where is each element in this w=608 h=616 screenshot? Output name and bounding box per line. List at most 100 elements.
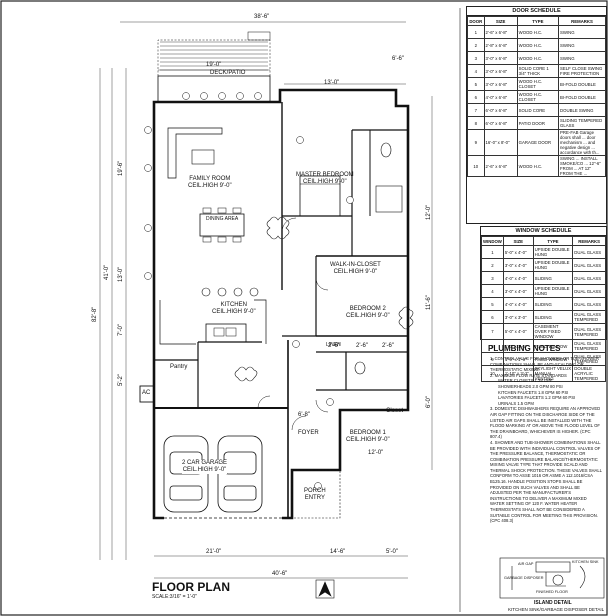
drawing-title-block: FLOOR PLAN SCALE:3/16" = 1'-0" bbox=[152, 580, 230, 600]
window-schedule-header: REMARKS bbox=[572, 236, 606, 246]
north-arrow-icon bbox=[315, 579, 335, 599]
door-schedule-row-cell: PATIO DOOR bbox=[516, 116, 560, 130]
kitchen-counter-east bbox=[254, 299, 267, 344]
door-schedule-row-cell: WOOD H.C. bbox=[516, 25, 560, 39]
dim-bottom-overall: 40'-6" bbox=[272, 571, 288, 577]
dim-left-mid: 41'-0" bbox=[104, 264, 110, 280]
dim-bath-c: 2'-6" bbox=[382, 343, 394, 349]
door-schedule-row-cell: 16'-0" x 8'-0" bbox=[483, 129, 518, 156]
door-schedule-row-cell: 3 bbox=[467, 51, 485, 65]
plumbing-notes-title: PLUMBING NOTES bbox=[488, 344, 561, 353]
window-schedule-row-cell: DUAL GLASS bbox=[572, 245, 606, 259]
window-schedule-row-cell: 4 bbox=[481, 284, 504, 298]
room-label-deck: DECK/PATIO bbox=[210, 70, 246, 76]
chimney bbox=[247, 31, 271, 41]
plumbing-note: 3. DOMESTIC DISHWASHERS REQUIRE AN APPRO… bbox=[490, 406, 601, 440]
dim-top-overall: 38'-6" bbox=[254, 14, 270, 20]
window-schedule-row-cell: SLIDING bbox=[532, 271, 574, 285]
door-schedule-row-cell: WOOD H.C. CLOSET bbox=[516, 90, 560, 104]
window-schedule-row-cell: SLIDING bbox=[532, 297, 574, 311]
dim-left-b: 13'-0" bbox=[118, 266, 124, 282]
door-schedule-row-cell: PRE-FAB Garage doors shall ... door mech… bbox=[558, 129, 606, 156]
dim-left-d: 5'-2" bbox=[118, 374, 124, 386]
toilet-bath2 bbox=[354, 361, 366, 375]
window-schedule-row-cell: 1 bbox=[481, 245, 504, 259]
plumbing-note: 1. CONTROL VALVE FOR SHOWERS OR TUB-SHOW… bbox=[490, 356, 599, 373]
door-schedule-header: REMARKS bbox=[558, 16, 606, 26]
deck-outline bbox=[157, 75, 271, 103]
island-detail-title: ISLAND DETAIL bbox=[534, 600, 572, 606]
door-schedule-row-cell: 10 bbox=[467, 155, 485, 177]
dim-right-c: 6'-0" bbox=[426, 396, 432, 408]
door-schedule-row-cell: SOLID CORE bbox=[516, 103, 560, 117]
door-schedule-row-cell: WOOD H.C. bbox=[516, 155, 560, 177]
plumbing-note: 4. SHOWER AND TUB-SHOWER COMBINATIONS SH… bbox=[490, 439, 602, 524]
door-schedule-row-cell: 4 bbox=[467, 64, 485, 78]
dining-chairs bbox=[202, 207, 242, 243]
door-schedule-row-cell: SWING bbox=[558, 25, 606, 39]
room-label-linen: LINEN bbox=[326, 342, 341, 348]
door-schedule-row-cell: 6 bbox=[467, 90, 485, 104]
island-detail-label: KITCHEN SINK bbox=[572, 560, 599, 564]
revision-clouds bbox=[234, 216, 414, 382]
plumbing-notes: 1. CONTROL VALVE FOR SHOWERS OR TUB-SHOW… bbox=[490, 356, 602, 524]
door-schedule-title: DOOR SCHEDULE bbox=[467, 7, 606, 16]
dim-bottom-c: 5'-0" bbox=[386, 549, 398, 555]
plumbing-note: SHOWERHEADS 2.0 GPM 80 PSI bbox=[498, 383, 563, 389]
window-schedule-row-cell: UPSIDE DOUBLE HUNG bbox=[532, 245, 574, 259]
door-schedule-row-cell: BI-FOLD DOUBLE bbox=[558, 90, 606, 104]
dim-deck-width: 19'-0" bbox=[206, 62, 222, 68]
door-schedule-header: DOOR bbox=[467, 16, 485, 26]
master-bed bbox=[299, 175, 341, 217]
tag-circles bbox=[144, 92, 354, 490]
window-schedule-row-cell: 10 bbox=[481, 365, 504, 382]
drawing-scale: SCALE:3/16" = 1'-0" bbox=[152, 594, 197, 600]
dim-bedroom1-width: 12'-0" bbox=[368, 450, 384, 456]
kitchen-counter bbox=[159, 300, 196, 345]
master-shower bbox=[375, 185, 403, 213]
dim-left-c: 7'-0" bbox=[118, 324, 124, 336]
door-schedule-row-cell: SWING ... INSTALL SMOKE/CO ... 12"-6" FR… bbox=[558, 155, 606, 177]
room-label-ac: AC bbox=[142, 390, 151, 396]
window-schedule-row-cell: 3'-0" x 3'-0" bbox=[502, 310, 534, 324]
door-schedule-row-cell: 1 bbox=[467, 25, 485, 39]
door-schedule-header-row: DOOR SIZE TYPE REMARKS bbox=[467, 16, 606, 26]
window-schedule-header: WINDOW bbox=[481, 236, 504, 246]
plumbing-note: 2. MAXIMUM FLOW RATE STANDARDS bbox=[490, 372, 567, 378]
dim-bath-a: 2'-6" bbox=[328, 343, 340, 349]
sink-right bbox=[225, 327, 237, 337]
room-label-dining: DINING AREA bbox=[206, 216, 239, 222]
door-schedule-row-cell: WOOD H.C. CLOSET bbox=[516, 77, 560, 91]
window-schedule-row-cell: CASEMENT OVER FIXED WINDOW bbox=[532, 323, 574, 340]
dim-bottom-a: 21'-0" bbox=[206, 549, 222, 555]
dim-right-a: 12'-0" bbox=[426, 204, 432, 220]
door-schedule-row-cell: 8 bbox=[467, 116, 485, 130]
dimension-lines bbox=[99, 21, 433, 579]
window-schedule-row-cell: DUAL GLASS TEMPERED bbox=[572, 352, 606, 366]
window-schedule-row-cell: 5 bbox=[481, 297, 504, 311]
window-schedule-row-cell: DUAL GLASS TEMPERED bbox=[572, 339, 606, 353]
dim-bottom-b: 14'-6" bbox=[330, 549, 346, 555]
dim-top-right: 6'-6" bbox=[392, 56, 404, 62]
dining-table bbox=[199, 213, 245, 237]
door-schedule-row-cell: 5 bbox=[467, 77, 485, 91]
toilet-master bbox=[380, 142, 392, 158]
door-schedule-row-cell: SOLID CORE 1 3/4" THICK bbox=[516, 64, 560, 78]
plumbing-note: WATER CLOSETS 1.28 GPF bbox=[498, 378, 553, 384]
window-schedule-row-cell: DUAL GLASS bbox=[572, 297, 606, 311]
